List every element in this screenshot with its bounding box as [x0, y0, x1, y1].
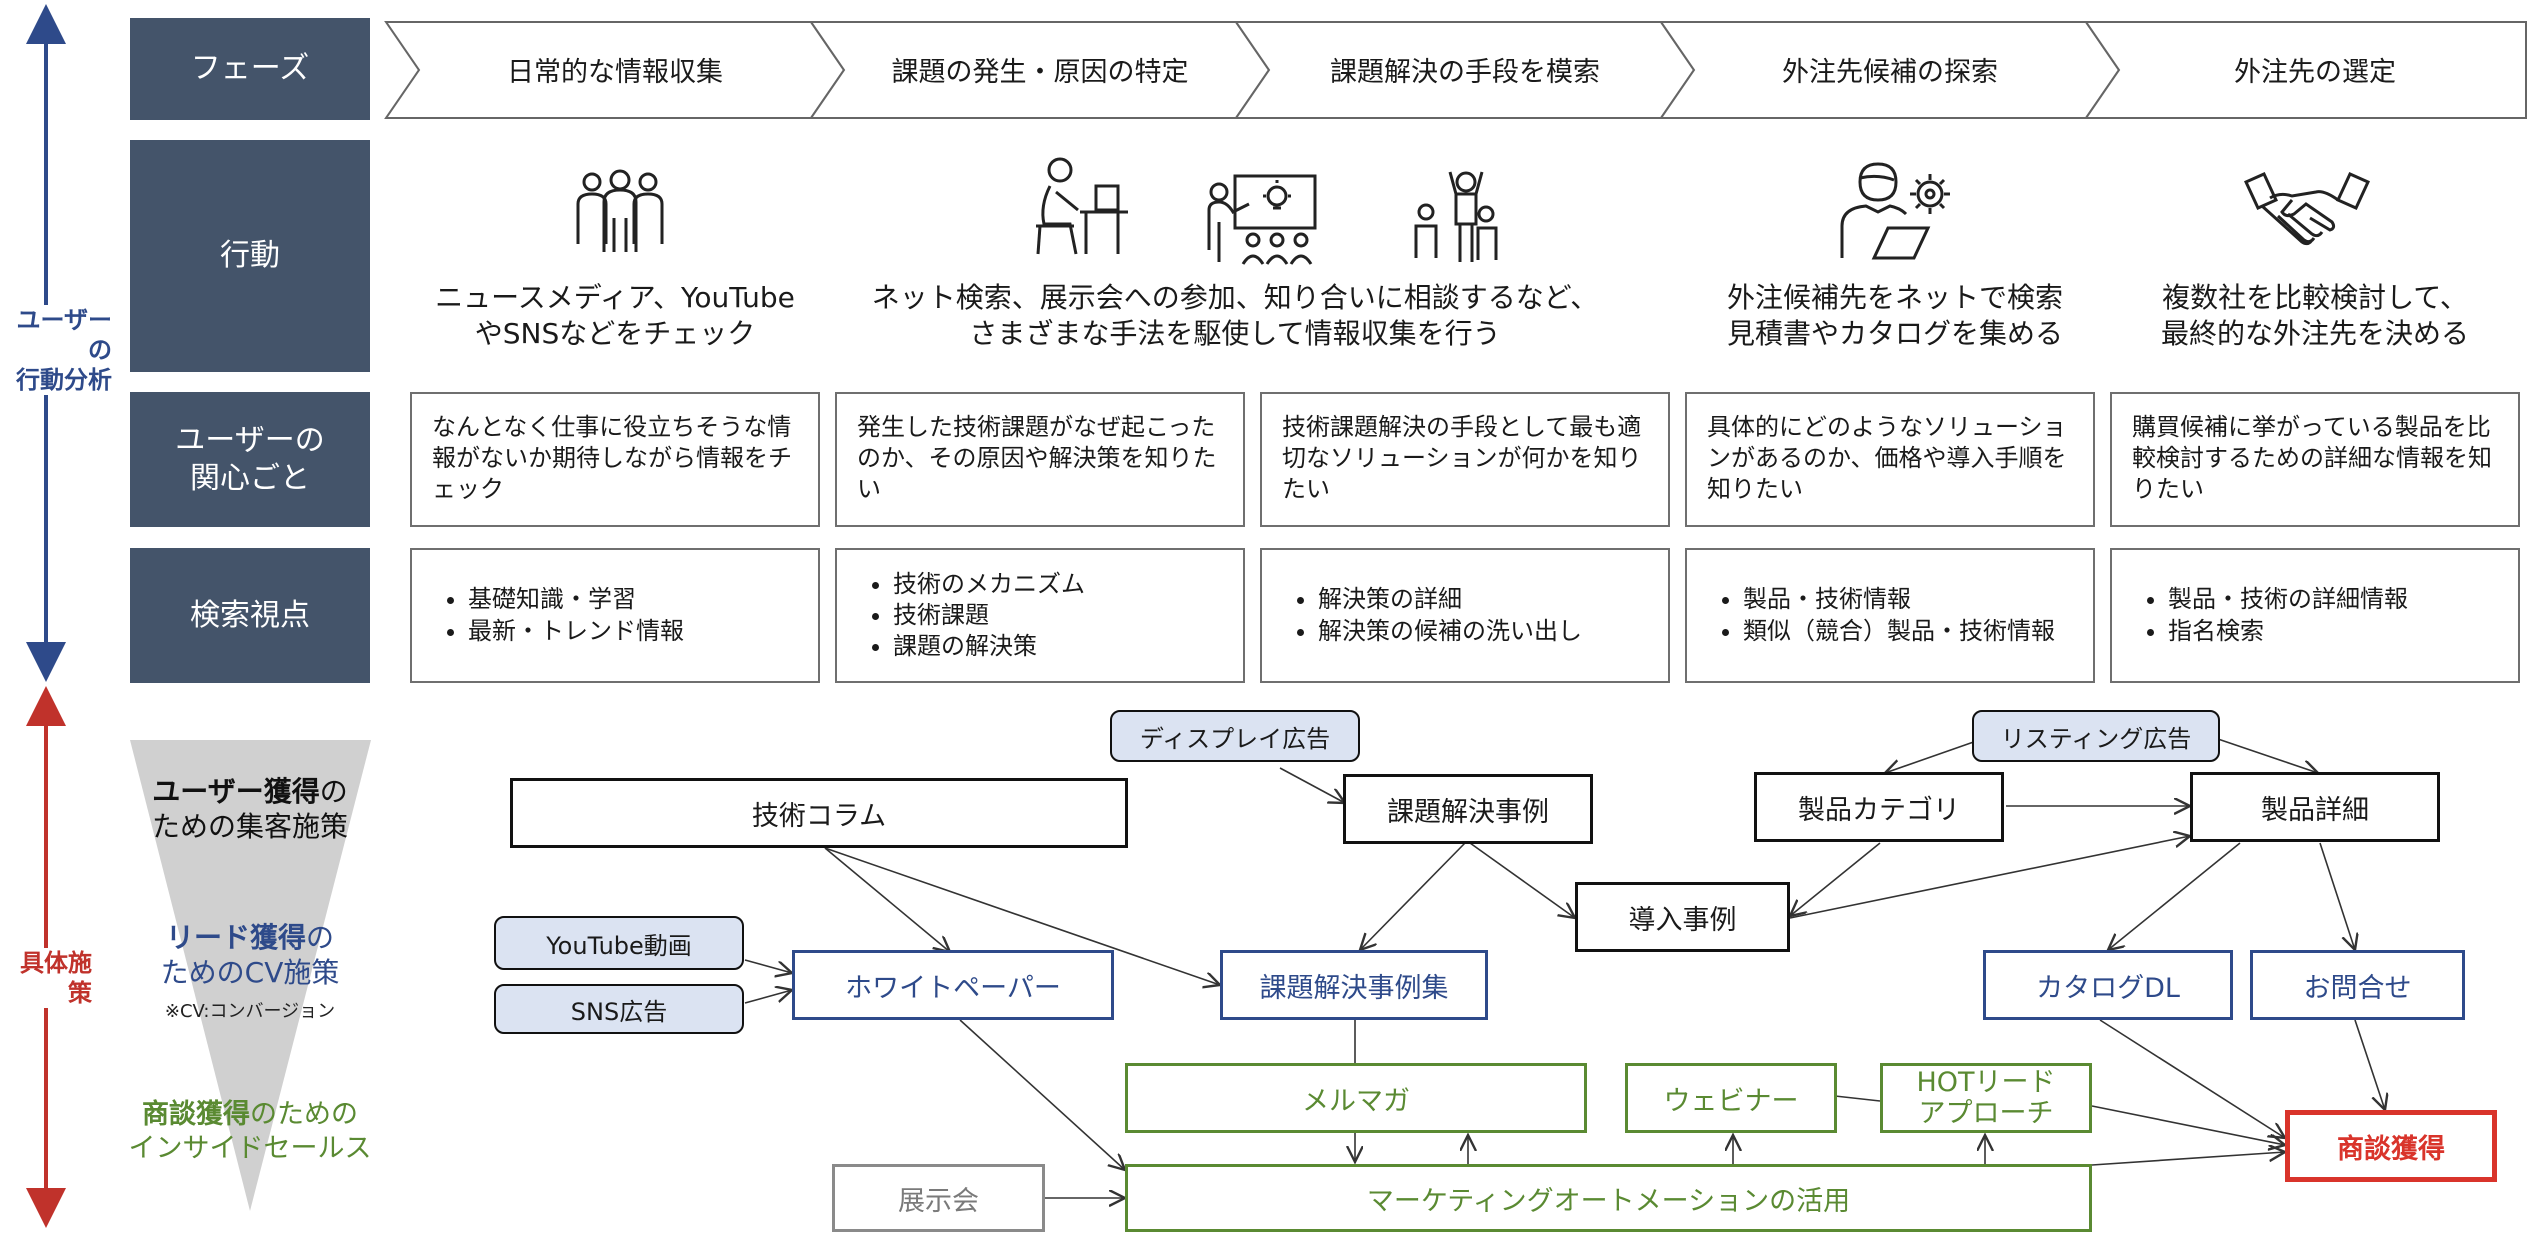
search-point-item: 技術のメカニズム [893, 569, 1085, 600]
handshake-icon [2244, 172, 2370, 246]
search-point-item: 基礎知識・学習 [468, 584, 684, 615]
search-point-item: 製品・技術の詳細情報 [2168, 584, 2408, 615]
strategy-lead-note: ※CV:コンバージョン [164, 1001, 336, 1022]
node-tech-column: 技術コラム [510, 778, 1128, 848]
action-1: ニュースメディア、YouTube やSNSなどをチェック [435, 281, 795, 351]
node-youtube: YouTube動画 [494, 916, 744, 970]
funnel-shape [130, 740, 371, 1211]
people-group-icon [576, 169, 664, 252]
search-point-item: 指名検索 [2168, 616, 2408, 647]
strategy-lead-rest: の [306, 921, 335, 954]
strategy-user-strong: ユーザー獲得 [152, 775, 320, 808]
header-action: 行動 [130, 140, 370, 372]
measures-axis-label: 具体施策 [0, 948, 92, 1008]
header-phase: フェーズ [130, 18, 370, 120]
analysis-axis-label: ユーザーの 行動分析 [0, 305, 112, 395]
concern-2: 発生した技術課題がなぜ起こったのか、その原因や解決策を知りたい [835, 392, 1245, 527]
node-case-collection: 課題解決事例集 [1220, 950, 1488, 1020]
phase-2: 課題の発生・原因の特定 [891, 57, 1189, 88]
action-4: 複数社を比較検討して、 最終的な外注先を決める [2160, 281, 2469, 351]
header-search: 検索視点 [130, 548, 370, 683]
phase-chevron-5 [2084, 21, 2527, 119]
phase-3: 課題解決の手段を模索 [1330, 57, 1600, 88]
action-3: 外注候補先をネットで検索 見積書やカタログを集める [1726, 281, 2063, 351]
strategy-lead-strong: リード獲得 [165, 921, 306, 954]
node-white-paper: ホワイトペーパー [792, 950, 1114, 1020]
search-point-3: 解決策の詳細解決策の候補の洗い出し [1260, 548, 1670, 683]
phase-1: 日常的な情報収集 [507, 57, 723, 88]
search-point-5: 製品・技術の詳細情報指名検索 [2110, 548, 2520, 683]
concern-3: 技術課題解決の手段として最も適切なソリューションが何かを知りたい [1260, 392, 1670, 527]
search-point-item: 課題の解決策 [893, 631, 1085, 662]
search-point-item: 類似（競合）製品・技術情報 [1743, 616, 2055, 647]
node-hot-lead: HOTリード アプローチ [1880, 1063, 2092, 1133]
strategy-deal-rest: のための [250, 1099, 358, 1130]
search-point-item: 解決策の詳細 [1318, 584, 1582, 615]
concern-5: 購買候補に挙がっている製品を比較検討するための詳細な情報を知りたい [2110, 392, 2520, 527]
node-listing-ad: リスティング広告 [1972, 710, 2220, 762]
node-mail-magazine: メルマガ [1125, 1063, 1587, 1133]
strategy-lead-acquisition: リード獲得の ためのCV施策 ※CV:コンバージョン [130, 920, 370, 1025]
node-product-detail: 製品詳細 [2190, 772, 2440, 842]
node-webinar: ウェビナー [1625, 1063, 1837, 1133]
node-catalog-dl: カタログDL [1983, 950, 2233, 1020]
strategy-user-line2: ための集客施策 [151, 810, 348, 843]
search-point-item: 技術課題 [893, 600, 1085, 631]
strategy-user-rest: の [319, 775, 348, 808]
concern-4: 具体的にどのようなソリューションがあるのか、価格や導入手順を知りたい [1685, 392, 2095, 527]
node-display-ad: ディスプレイ広告 [1110, 710, 1360, 762]
search-point-item: 最新・トレンド情報 [468, 616, 684, 647]
node-sns-ad: SNS広告 [494, 984, 744, 1034]
presenter-lightbulb-icon [1207, 174, 1317, 265]
strategy-deal-acquisition: 商談獲得のための インサイドセールス [110, 1098, 390, 1166]
search-point-1: 基礎知識・学習最新・トレンド情報 [410, 548, 820, 683]
phase-4: 外注先候補の探索 [1782, 57, 1998, 88]
person-laptop-gear-icon [1840, 162, 1950, 260]
phase-5: 外注先の選定 [2234, 57, 2396, 88]
node-deal: 商談獲得 [2285, 1110, 2497, 1182]
strategy-user-acquisition: ユーザー獲得の ための集客施策 [130, 774, 370, 844]
node-marketing-automation: マーケティングオートメーションの活用 [1125, 1164, 2092, 1232]
search-point-4: 製品・技術情報類似（競合）製品・技術情報 [1685, 548, 2095, 683]
search-point-item: 製品・技術情報 [1743, 584, 2055, 615]
strategy-lead-line2: ためのCV施策 [160, 956, 340, 989]
node-exhibition: 展示会 [832, 1164, 1045, 1232]
action-2: ネット検索、展示会への参加、知り合いに相談するなど、 さまざまな手法を駆使して情… [871, 281, 1599, 351]
header-concern: ユーザーの 関心ごと [130, 392, 370, 527]
strategy-deal-strong: 商談獲得 [142, 1099, 250, 1130]
person-at-desk-icon [1036, 157, 1128, 255]
node-product-category: 製品カテゴリ [1754, 772, 2004, 842]
strategy-deal-line2: インサイドセールス [128, 1132, 372, 1164]
phase-chevrons [384, 21, 2527, 119]
concern-1: なんとなく仕事に役立ちそうな情報がないか期待しながら情報をチェック [410, 392, 820, 527]
node-case-study: 課題解決事例 [1343, 774, 1593, 844]
search-point-item: 解決策の候補の洗い出し [1318, 616, 1582, 647]
node-intro-case: 導入事例 [1575, 882, 1790, 952]
search-point-2: 技術のメカニズム技術課題課題の解決策 [835, 548, 1245, 683]
cheering-people-icon [1414, 171, 1498, 262]
node-inquiry: お問合せ [2250, 950, 2465, 1020]
